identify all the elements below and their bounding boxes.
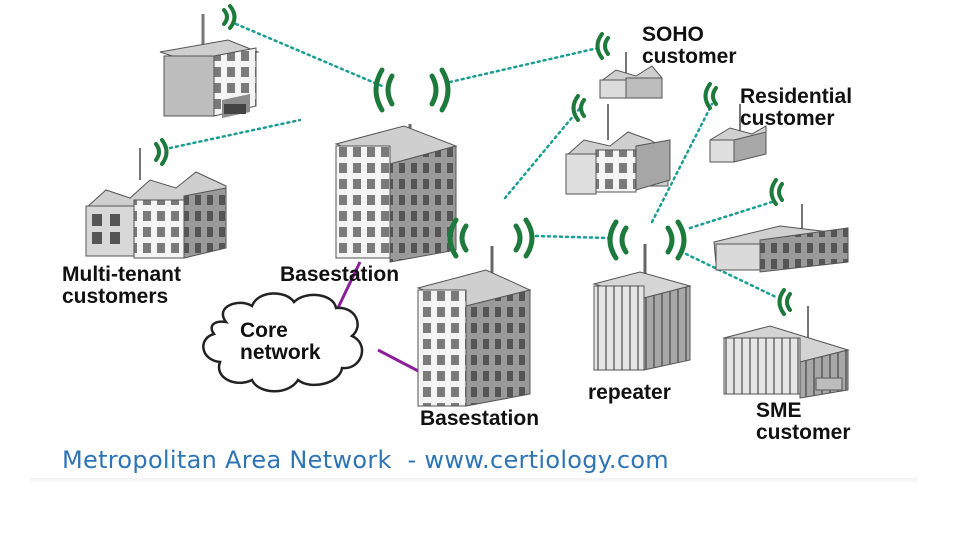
multi-tenant-label: Multi-tenant customers: [62, 264, 181, 308]
link-repeater-to-sme: [684, 252, 780, 300]
link-repeater-to-factory: [688, 200, 774, 230]
basestation-top-icon: [334, 124, 458, 263]
repeater-label: repeater: [588, 381, 671, 404]
residential-label: Residential customer: [740, 86, 852, 130]
soho-label: SOHO customer: [642, 24, 737, 68]
residential-signal-icon: [703, 82, 718, 110]
hub-signal-icon: [373, 67, 451, 113]
link-office-to-hub: [234, 22, 384, 88]
link-hub-to-soho: [448, 46, 600, 84]
multi-tenant-label-line2: customers: [62, 285, 169, 308]
sme-label-line1: SME: [756, 399, 802, 422]
residential-house-icon: [709, 104, 767, 163]
core-network-label: Core network: [240, 320, 321, 364]
soho-house-icon: [599, 52, 663, 99]
basestation-top-label: Basestation: [280, 263, 400, 286]
caption-underbar: [30, 478, 918, 484]
link-repeater-to-residential: [650, 102, 714, 224]
multitenant-signal-icon: [154, 138, 169, 166]
factory-icon: [713, 204, 849, 273]
multi-tenant-label-line1: Multi-tenant: [62, 263, 181, 286]
hub2-signal-icon: [447, 217, 535, 259]
factory-signal-icon: [769, 178, 784, 206]
wireless-links: [168, 22, 780, 300]
cloud-icon: [202, 292, 364, 393]
soho-label-line2: customer: [642, 45, 737, 68]
core-network-label-line1: Core: [240, 319, 288, 342]
repeater-signal-icon: [607, 219, 687, 261]
residential-label-line2: customer: [740, 107, 835, 130]
soho-label-line1: SOHO: [642, 23, 704, 46]
office-signal-icon: [222, 4, 237, 30]
residential-label-line1: Residential: [740, 85, 853, 108]
multi-tenant-building-icon: [85, 148, 227, 259]
repeater-icon: [592, 244, 692, 371]
basestation-bottom-icon: [416, 246, 532, 407]
soho-signal-icon: [595, 32, 610, 60]
wired-links: [334, 261, 425, 376]
sme-building-icon: [722, 306, 850, 399]
house-signal-icon: [571, 94, 586, 122]
sme-signal-icon: [777, 288, 792, 316]
diagram-caption: Metropolitan Area Network - www.certiolo…: [62, 446, 669, 474]
basestation-bottom-label: Basestation: [420, 407, 540, 430]
house-icon: [565, 104, 671, 195]
sme-label-line2: customer: [756, 421, 851, 444]
link-hub2-to-house: [503, 106, 582, 200]
core-network-label-line2: network: [240, 341, 321, 364]
sme-label: SME customer: [756, 400, 851, 444]
link-multitenant-to-hub: [168, 118, 302, 150]
link-core-to-basestation-bottom: [377, 348, 425, 376]
link-hub2-to-repeater: [534, 234, 610, 240]
office-building-icon: [159, 14, 260, 118]
link-core-to-basestation-top: [334, 261, 362, 313]
